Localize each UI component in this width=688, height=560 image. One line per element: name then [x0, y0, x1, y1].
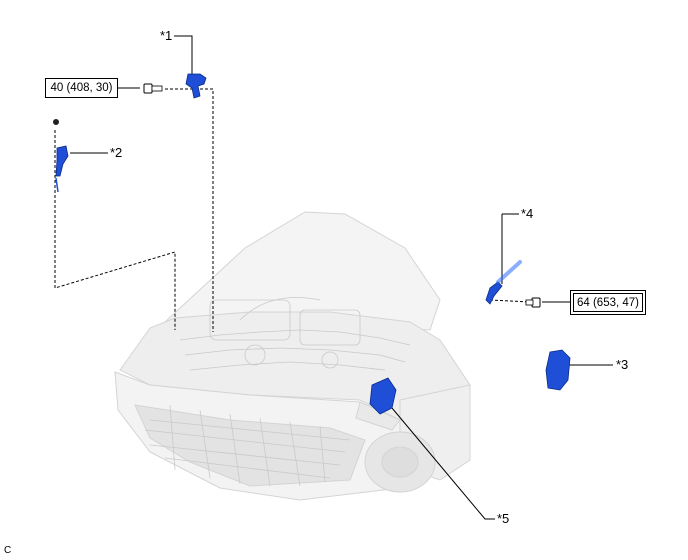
location-dashed-lines: [54, 88, 531, 332]
part-3-sensor: [545, 349, 571, 391]
vehicle-headlight: [355, 401, 401, 431]
engine-detail: [144, 297, 411, 487]
bolt-icon: [525, 297, 541, 308]
callout-label-1: *1: [160, 28, 173, 43]
dashed-line-part-1: [165, 88, 214, 332]
vehicle-grille: [134, 404, 366, 487]
leader-line-1: [174, 35, 193, 74]
screw-icon: [53, 119, 59, 125]
figure-code: C: [4, 545, 12, 556]
dashed-line-part-4: [489, 299, 531, 303]
part-2-sensor: [55, 145, 69, 193]
callout-label-4: *4: [521, 206, 534, 221]
torque-spec-box-1: 40 (408, 30): [45, 78, 118, 98]
part-4-sensor: [485, 260, 522, 305]
part-5-sensor: [369, 377, 397, 415]
leader-lines: [70, 35, 613, 520]
leader-line-5: [391, 407, 495, 520]
vehicle-illustration: [114, 211, 471, 501]
bolt-icon: [143, 83, 163, 94]
part-1-sensor: [185, 73, 207, 99]
callout-label-2: *2: [110, 145, 123, 160]
dashed-line-part-2: [54, 130, 176, 330]
callout-label-3: *3: [616, 357, 629, 372]
leader-line-4: [501, 213, 519, 284]
callout-label-5: *5: [497, 511, 510, 526]
torque-spec-box-2: 64 (653, 47): [570, 290, 646, 315]
